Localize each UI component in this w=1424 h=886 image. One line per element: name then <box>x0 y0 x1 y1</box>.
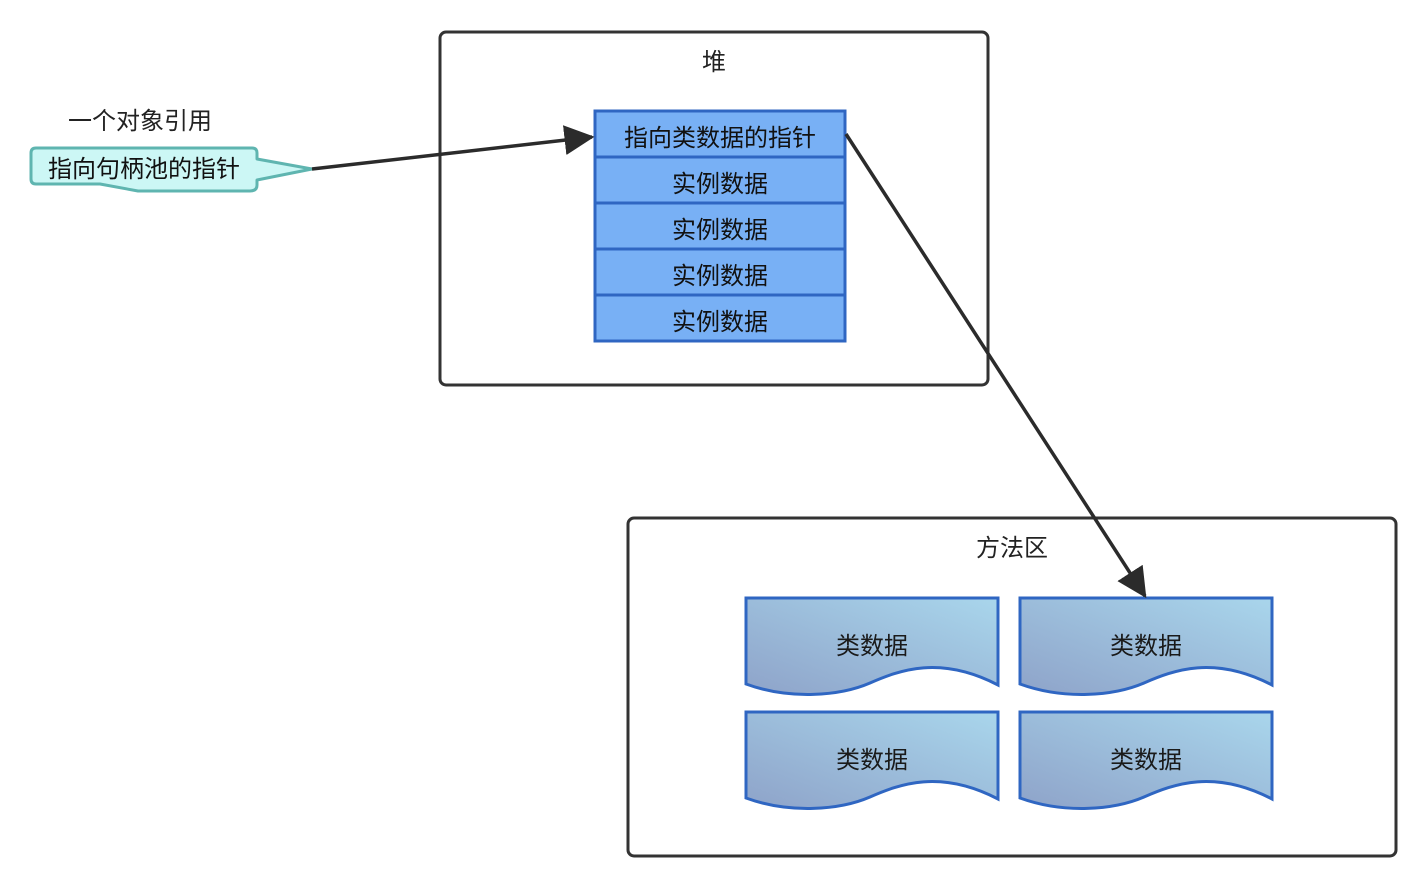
instance-cell-label: 实例数据 <box>672 262 768 290</box>
heap-title: 堆 <box>702 48 726 76</box>
instance-cell-label: 实例数据 <box>672 170 768 198</box>
instance-cell-label: 实例数据 <box>672 216 768 244</box>
class-data-doc: 类数据 <box>1018 596 1274 696</box>
instance-cell-label: 实例数据 <box>672 308 768 336</box>
object-reference-label: 一个对象引用 <box>68 107 212 135</box>
method-area-region: 方法区 <box>626 516 1398 858</box>
class-data-label: 类数据 <box>836 632 908 660</box>
class-data-doc: 类数据 <box>744 710 1000 810</box>
instance-cell: 实例数据 <box>593 201 847 251</box>
class-pointer-arrow <box>844 133 1147 599</box>
instance-cell: 实例数据 <box>593 293 847 343</box>
class-data-label: 类数据 <box>1110 632 1182 660</box>
heap-object: 指向类数据的指针 实例数据 实例数据 实例数据 实例数据 <box>593 109 847 343</box>
class-data-label: 类数据 <box>836 746 908 774</box>
instance-cell: 实例数据 <box>593 247 847 297</box>
callout-text: 指向句柄池的指针 <box>48 155 240 183</box>
class-data-label: 类数据 <box>1110 746 1182 774</box>
pointer-cell-label: 指向类数据的指针 <box>624 124 816 152</box>
method-area-title: 方法区 <box>976 534 1048 562</box>
class-data-doc: 类数据 <box>1018 710 1274 810</box>
instance-cell: 实例数据 <box>593 155 847 205</box>
class-data-doc: 类数据 <box>744 596 1000 696</box>
reference-arrow <box>311 125 595 171</box>
handle-pool-pointer-callout: 指向句柄池的指针 <box>29 146 314 193</box>
pointer-cell: 指向类数据的指针 <box>593 109 847 159</box>
